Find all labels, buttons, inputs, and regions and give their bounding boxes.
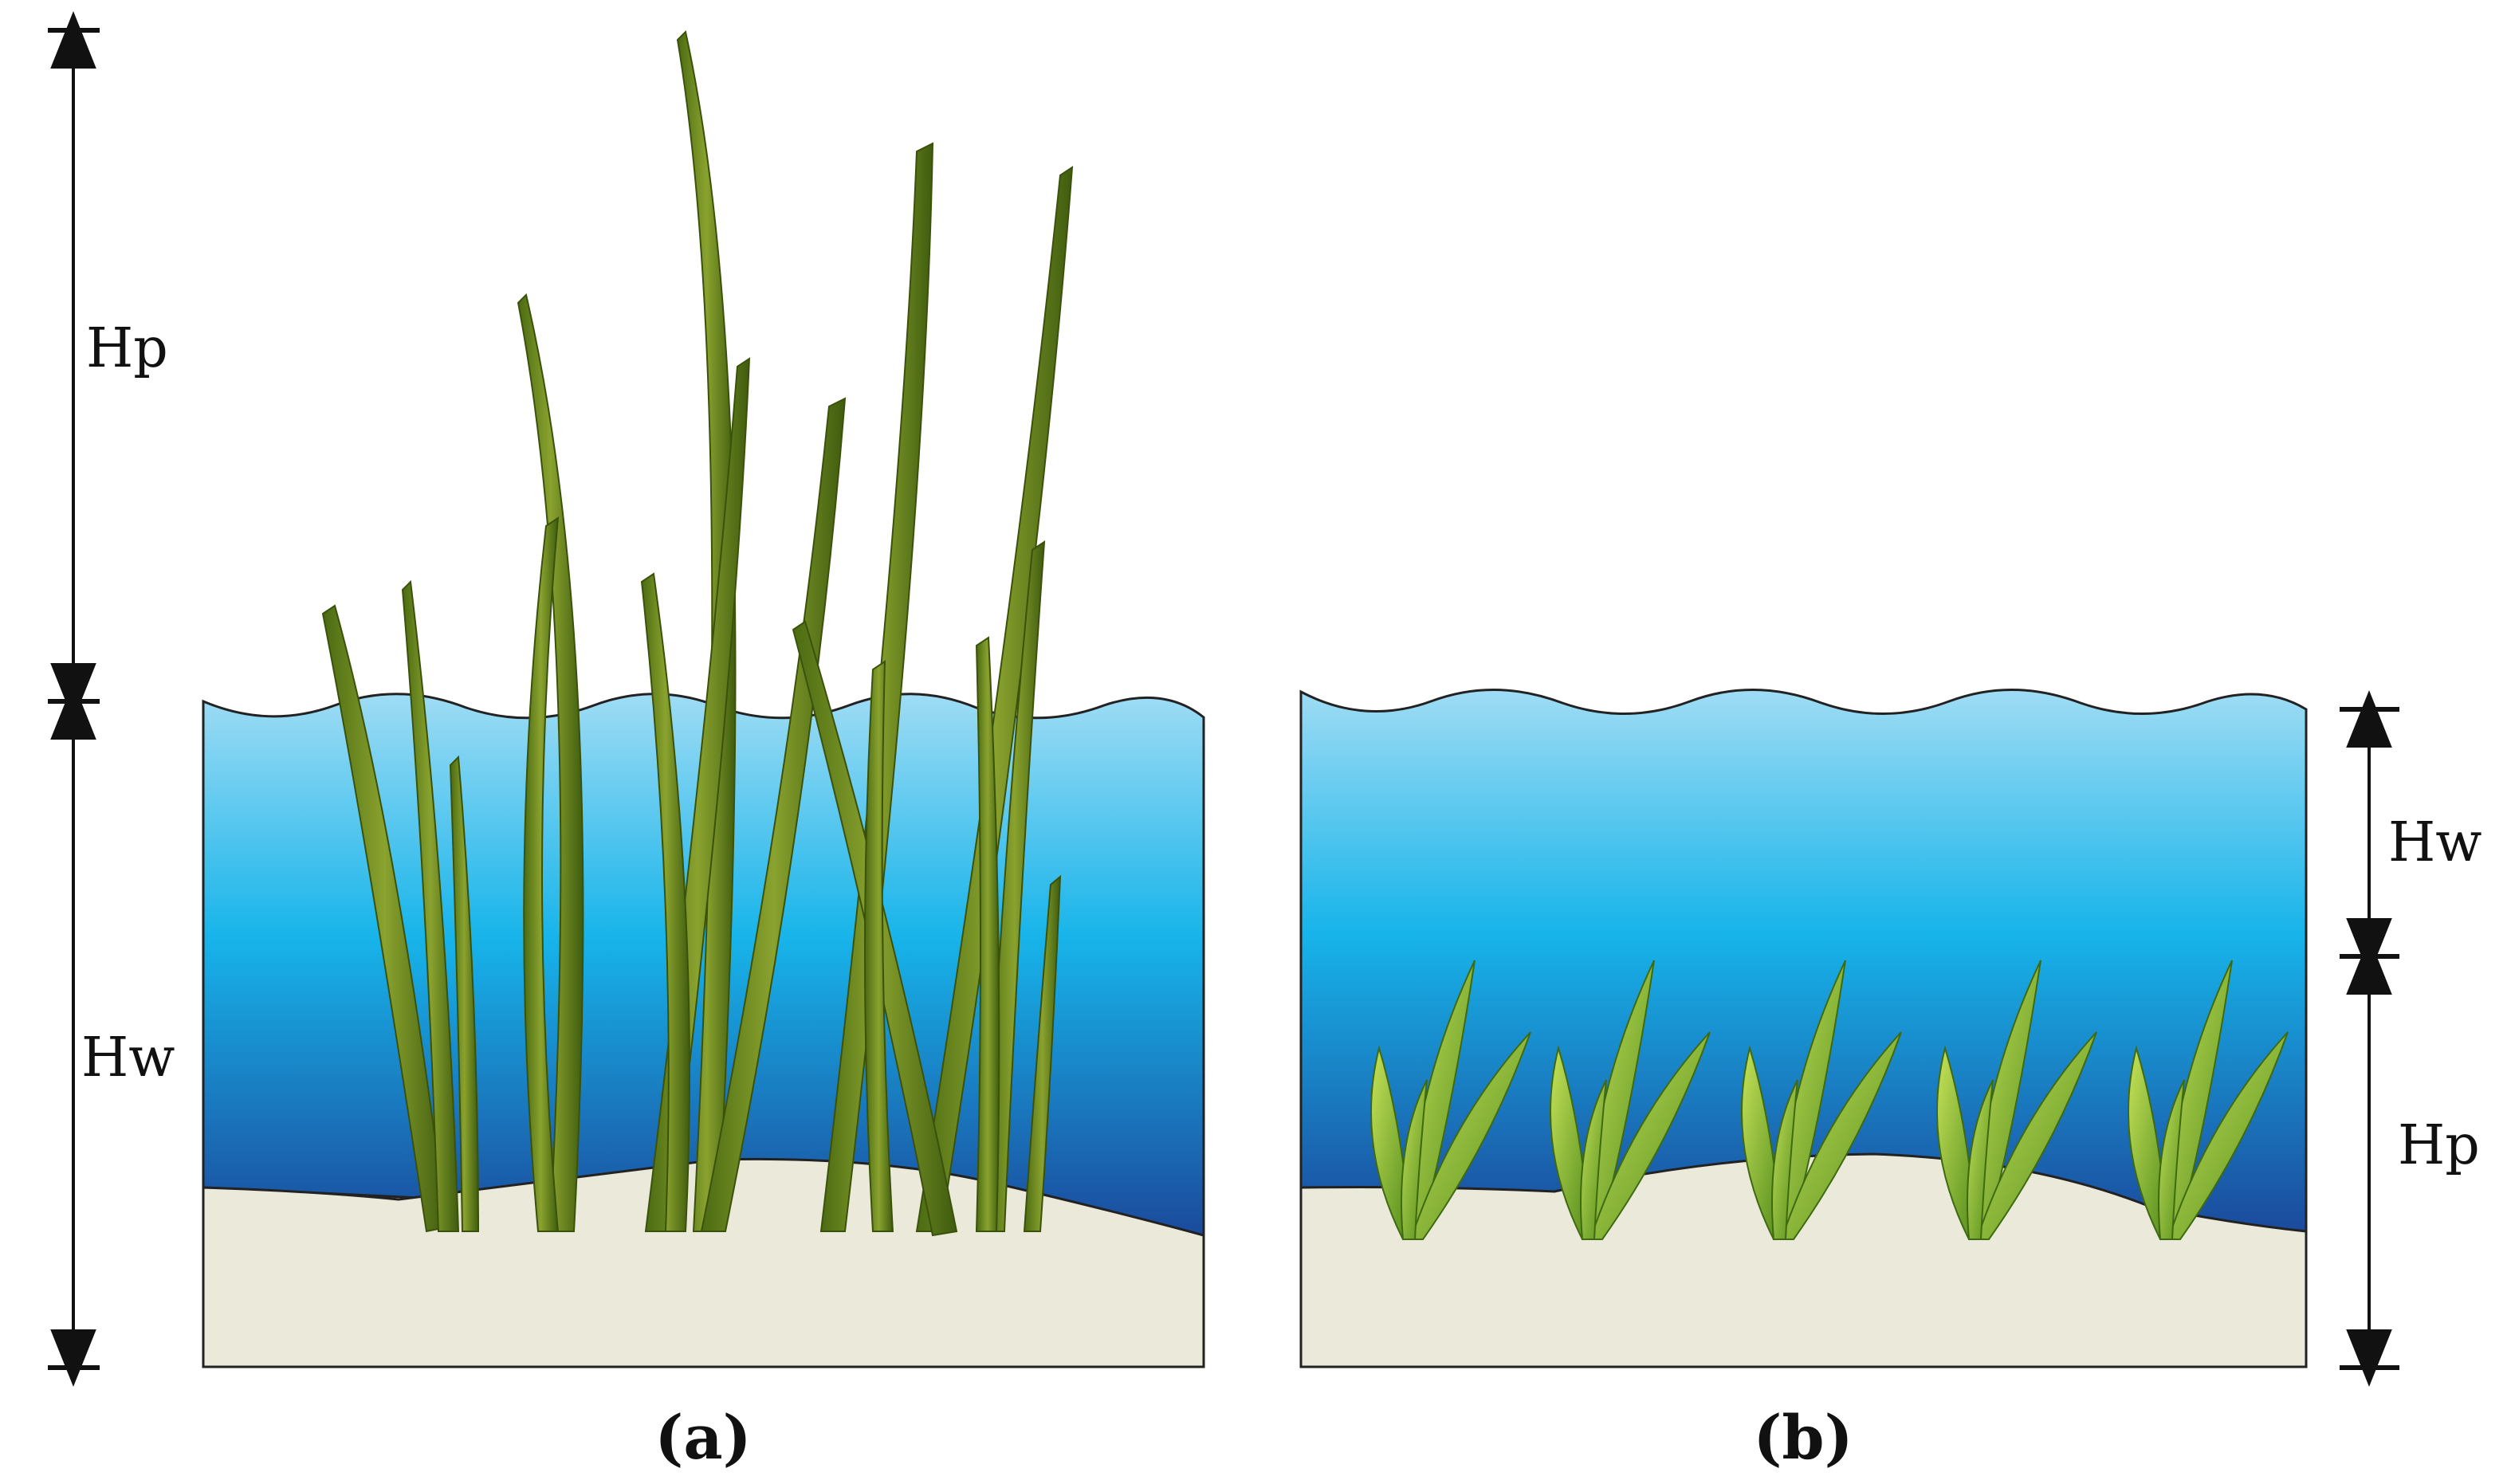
panel-b-plants <box>1370 960 2289 1240</box>
plant-clump-5 <box>2128 960 2289 1240</box>
panel-a-grass <box>321 29 1074 1237</box>
panel-a-dimension: Hp Hw <box>48 11 175 1387</box>
panel-b-top-label: Hw <box>2388 811 2482 874</box>
plant-clump-3 <box>1741 960 1902 1240</box>
panel-a-caption: (a) <box>654 1402 751 1473</box>
panel-a-top-label: Hp <box>86 317 168 380</box>
panel-b-caption: (b) <box>1753 1402 1853 1473</box>
plant-clump-2 <box>1550 960 1711 1240</box>
panel-b-dimension: Hw Hp <box>2340 690 2482 1387</box>
panel-b-bottom-label: Hp <box>2398 1114 2480 1177</box>
plant-clump-1 <box>1370 960 1531 1240</box>
panel-b-sediment <box>1299 1152 2308 1368</box>
panel-b: Hw Hp (b) <box>1299 689 2482 1473</box>
plant-clump-4 <box>1936 960 2097 1240</box>
panel-a-bottom-label: Hw <box>81 1027 175 1089</box>
panel-a: Hp Hw (a) <box>48 11 1205 1473</box>
